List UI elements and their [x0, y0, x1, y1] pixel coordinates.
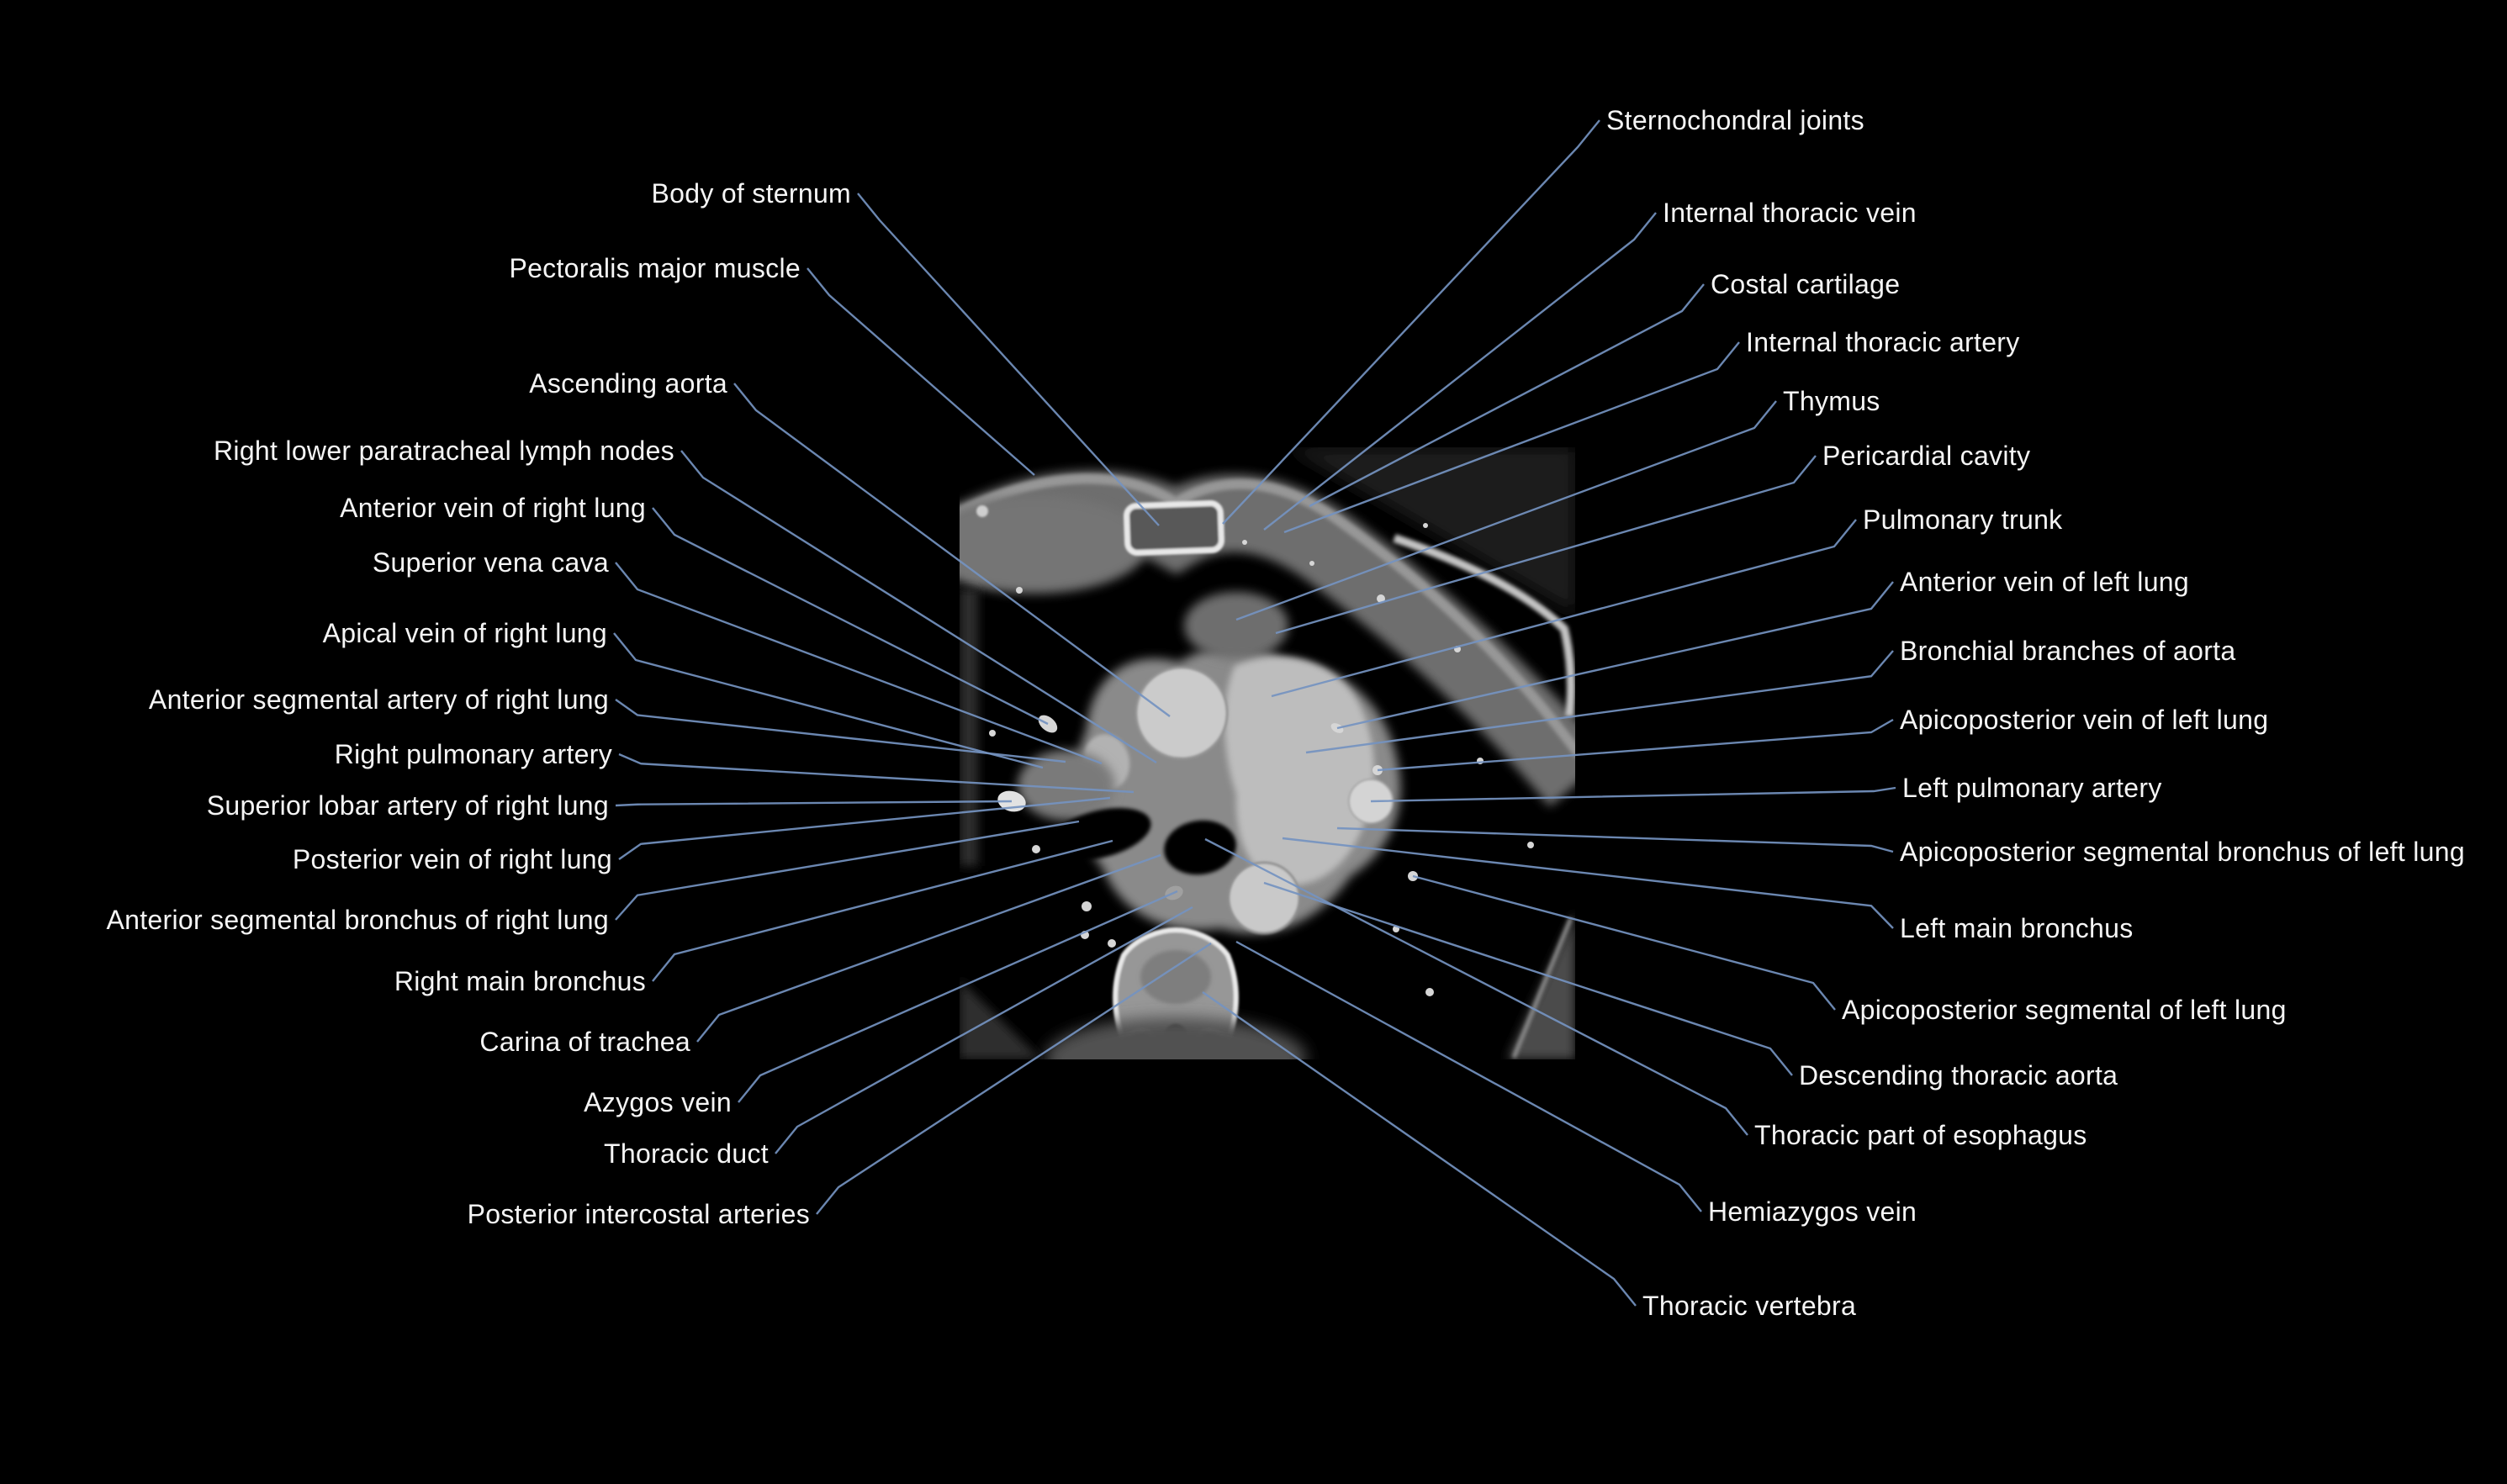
- leader-line: [615, 800, 1013, 807]
- leader-line: [615, 562, 1103, 765]
- leader-line: [652, 507, 1049, 726]
- leader-line: [1263, 881, 1793, 1076]
- leader-line: [738, 890, 1178, 1103]
- leader-line: [652, 839, 1113, 982]
- leader-line: [1336, 581, 1894, 730]
- leader-line: [696, 853, 1161, 1043]
- leader-line: [807, 267, 1035, 476]
- leader-line: [1204, 837, 1748, 1136]
- leader-line: [1202, 991, 1637, 1307]
- leader-line: [1305, 650, 1894, 754]
- lung-vessels: [989, 523, 1534, 996]
- leader-line: [613, 632, 1044, 769]
- pulmonary-trunk: [1224, 657, 1375, 885]
- leader-line: [733, 383, 1171, 717]
- leader-line: [1235, 400, 1777, 621]
- leader-line: [1370, 786, 1896, 803]
- leader-line: [615, 820, 1080, 921]
- leader-line: [1309, 283, 1705, 508]
- leader-line: [1283, 341, 1740, 534]
- leader-line: [857, 193, 1160, 526]
- right-main-bronchus-shape: [1049, 807, 1151, 861]
- ct-scan-image: [960, 447, 1575, 1059]
- leader-lines-layer: [613, 119, 1896, 1307]
- paravertebral-muscle: [1045, 1017, 1306, 1059]
- sternum: [1123, 499, 1225, 557]
- leader-line: [1377, 718, 1894, 772]
- leader-line: [618, 796, 1111, 860]
- leader-line: [1282, 837, 1894, 929]
- costal-cartilage: [1393, 534, 1575, 717]
- ascending-aorta: [1134, 666, 1229, 760]
- leader-line: [1275, 455, 1817, 635]
- pectoralis-muscle: [960, 496, 1148, 594]
- leader-line: [1271, 519, 1857, 698]
- leader-line: [615, 699, 1066, 763]
- leader-line: [775, 906, 1193, 1154]
- leader-line: [1235, 940, 1702, 1212]
- leader-line: [816, 942, 1212, 1215]
- leader-line: [1412, 874, 1836, 1011]
- leader-line: [618, 753, 1134, 794]
- thymus-region: [1184, 592, 1288, 659]
- leader-line: [1263, 212, 1657, 531]
- esophagus-shape: [1164, 820, 1236, 875]
- descending-aorta: [1227, 861, 1301, 935]
- leader-line: [1336, 826, 1894, 853]
- leader-line: [680, 450, 1157, 764]
- leader-line: [1222, 119, 1600, 525]
